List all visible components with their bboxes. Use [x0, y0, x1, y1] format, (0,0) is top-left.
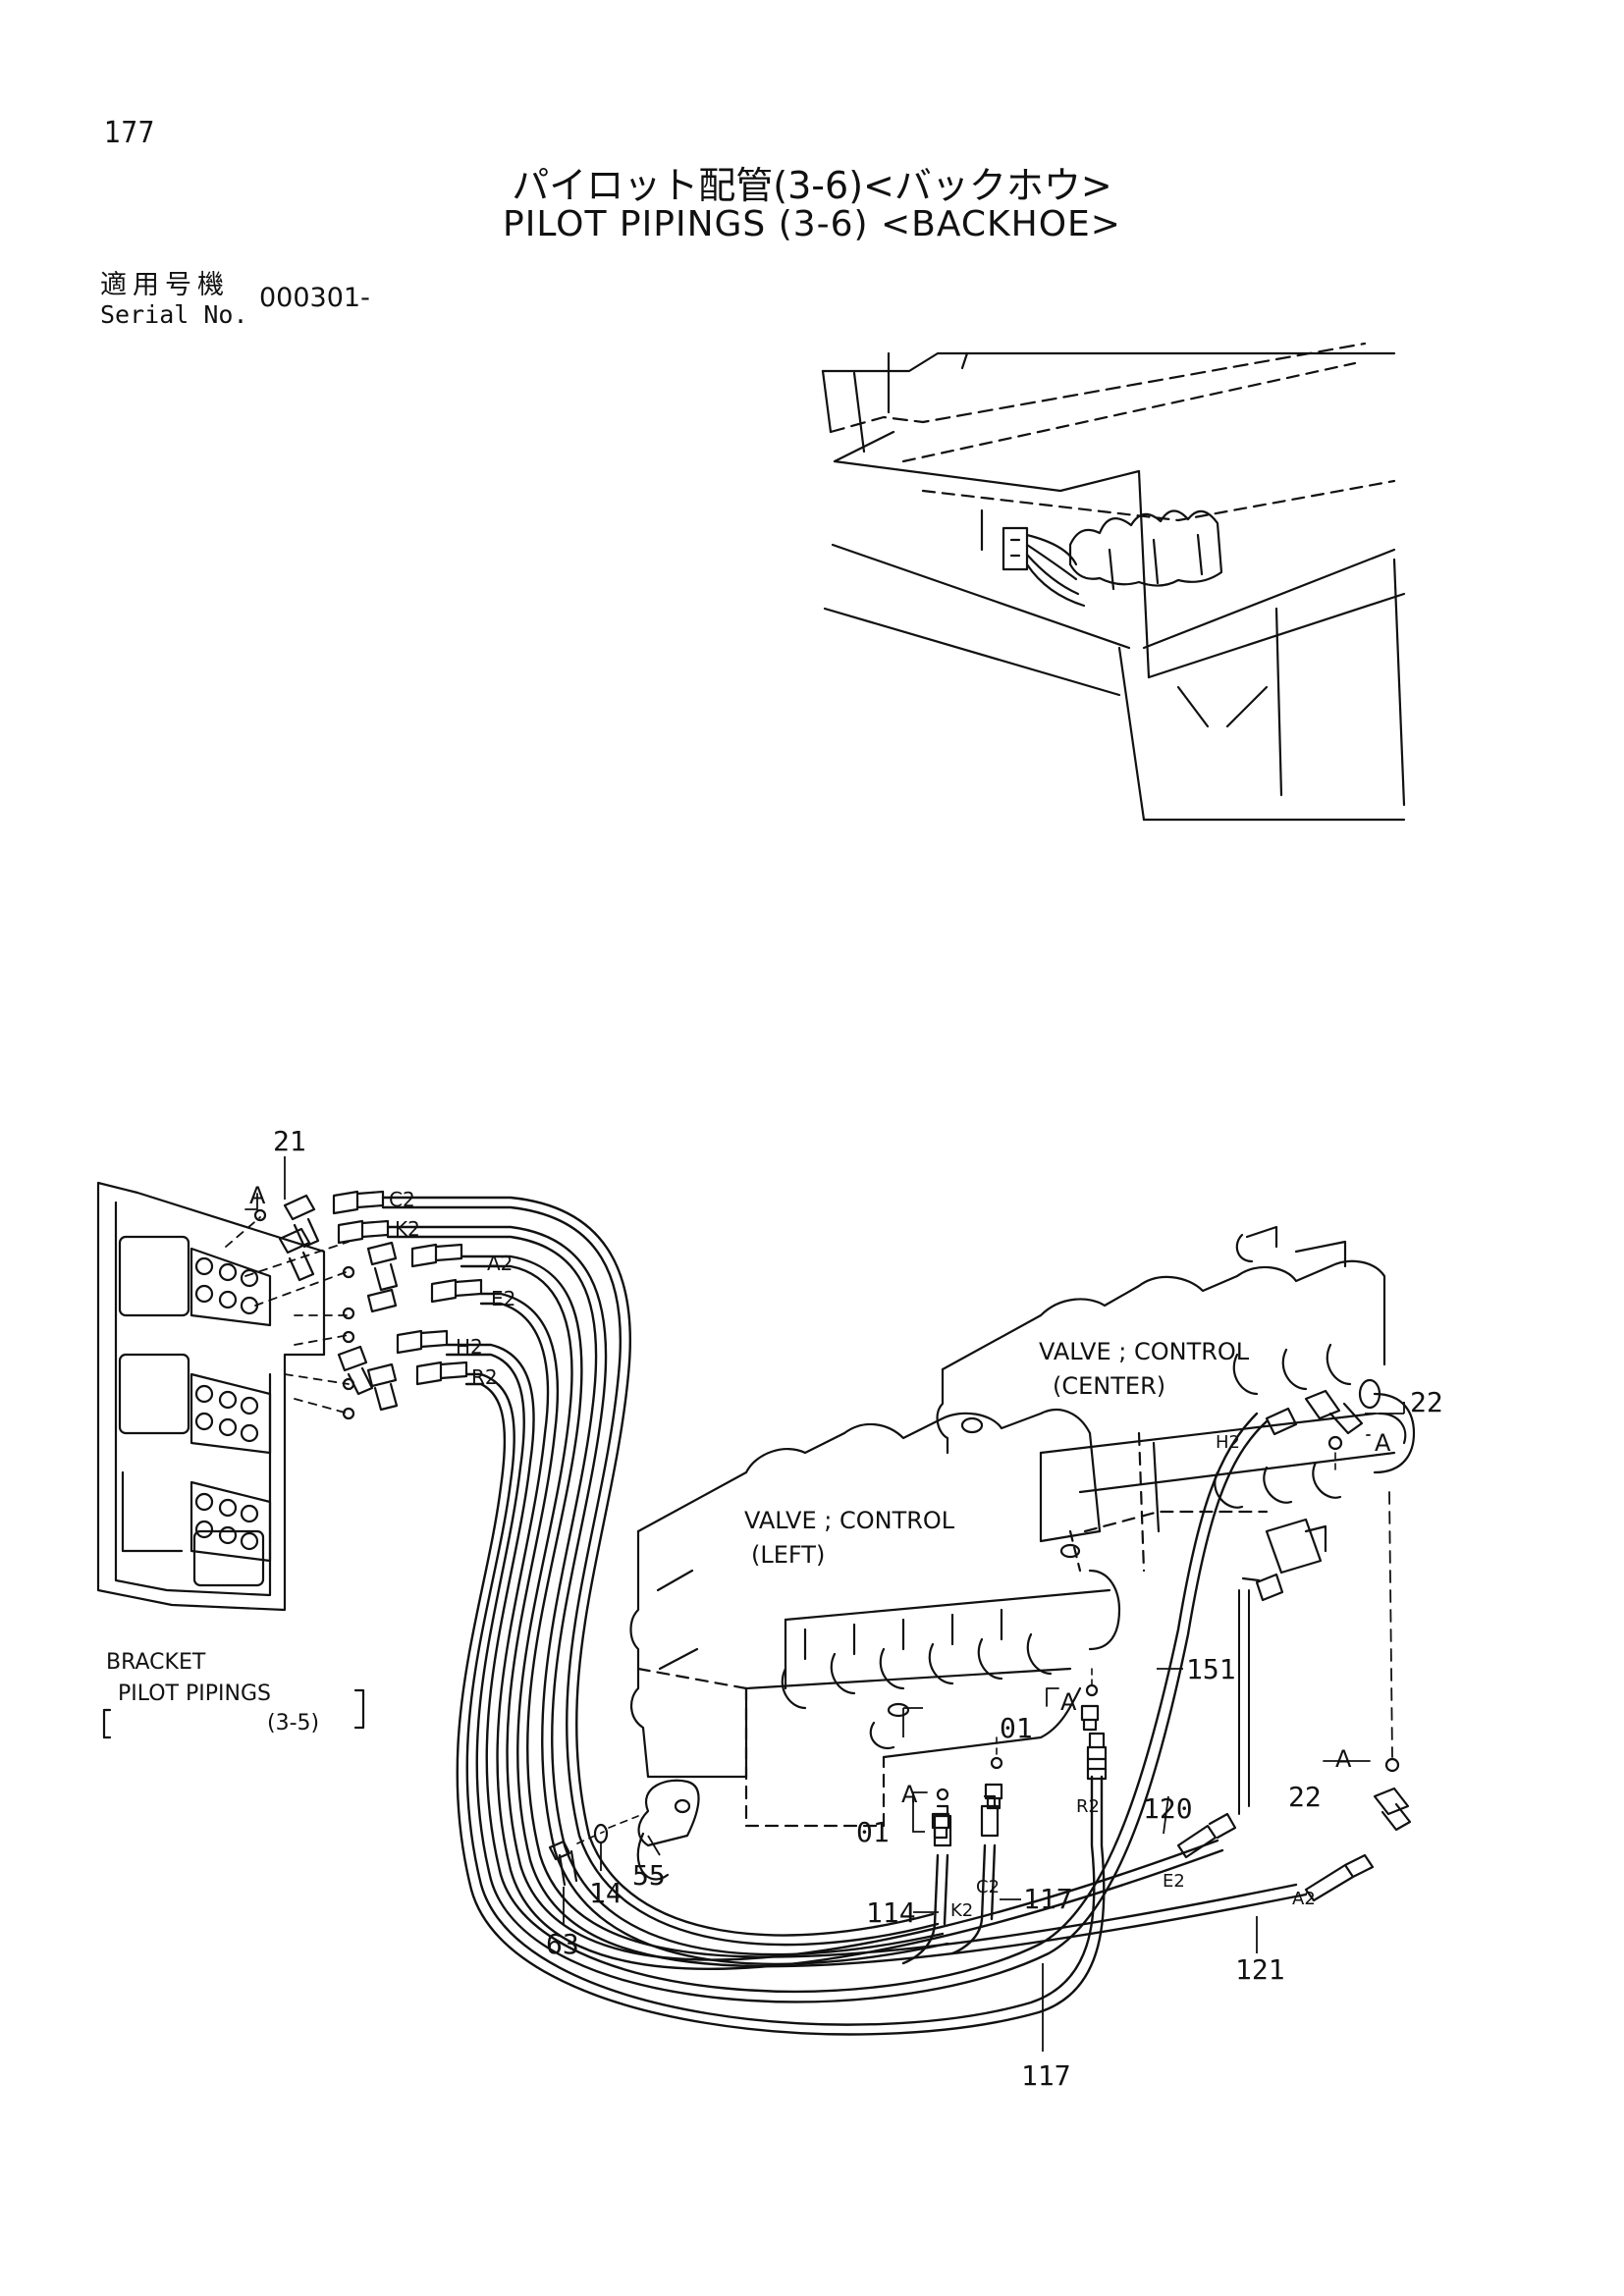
callout-117-lower: 117	[1021, 2059, 1071, 2092]
hose-tag-r2-end: R2	[1076, 1796, 1100, 1817]
diagram-labels: VALVE ; CONTROL (CENTER) VALVE ; CONTROL…	[106, 1125, 1443, 2092]
marker-a-center-valve: A	[1375, 1429, 1391, 1457]
serial-label-japanese: 適用号機	[100, 270, 230, 300]
fittings-right	[931, 1378, 1412, 1902]
hose-clamp	[636, 1779, 700, 1881]
callout-121: 121	[1235, 1953, 1285, 1986]
callout-leaders	[284, 1156, 1405, 2052]
hose-tag-h2: H2	[456, 1335, 483, 1359]
marker-a-upper-01: A	[1060, 1688, 1077, 1716]
serial-label-english: Serial No.	[100, 300, 248, 329]
bracket-note-line1: BRACKET	[106, 1650, 206, 1675]
page-number: 177	[104, 116, 155, 150]
hose-tag-k2-end: K2	[950, 1900, 973, 1921]
valve-center-label-line2: (CENTER)	[1053, 1372, 1165, 1400]
fitting-leaders	[225, 1216, 350, 1415]
marker-a-lower-22: A	[1335, 1745, 1352, 1773]
valve-left-label-line2: (LEFT)	[751, 1541, 825, 1569]
callout-22-lower: 22	[1288, 1781, 1322, 1813]
callout-120: 120	[1143, 1792, 1193, 1825]
control-valve-left	[629, 1409, 1121, 1828]
bracket-note-line2: PILOT PIPINGS	[118, 1682, 271, 1706]
hose-tag-h2-end: H2	[1216, 1432, 1240, 1453]
pilot-bracket-plate	[96, 1181, 326, 1612]
bracket-note-line3: (3-5)	[267, 1711, 319, 1735]
callout-22-upper: 22	[1410, 1386, 1443, 1418]
title-english: PILOT PIPINGS (3-6) <BACKHOE>	[503, 204, 1121, 244]
hose-tag-k2: K2	[395, 1217, 420, 1241]
control-valve-center	[936, 1225, 1416, 1575]
hose-bundle	[381, 1196, 1308, 2036]
marker-a-bracket: A	[249, 1182, 266, 1209]
callout-114: 114	[866, 1896, 916, 1929]
valve-center-label-line1: VALVE ; CONTROL	[1039, 1338, 1250, 1365]
hose-tag-e2: E2	[491, 1287, 515, 1310]
callout-151: 151	[1186, 1653, 1236, 1685]
callout-21: 21	[273, 1125, 306, 1157]
hose-tag-r2: R2	[471, 1365, 498, 1389]
marker-a-lower-01: A	[901, 1781, 918, 1808]
title-japanese: パイロット配管(3-6)<バックホウ>	[512, 164, 1112, 207]
bolt-and-washer	[548, 1815, 639, 1887]
valve-left-label-line1: VALVE ; CONTROL	[744, 1507, 955, 1534]
elbow-fittings	[253, 1194, 399, 1420]
hose-end-fittings-left	[332, 1190, 483, 1386]
hose-tag-a2: A2	[487, 1252, 513, 1275]
callout-55: 55	[632, 1859, 666, 1892]
callout-14: 14	[589, 1877, 623, 1909]
hose-tag-c2-end: C2	[976, 1877, 1000, 1897]
machine-inset-drawing	[821, 342, 1406, 822]
hose-tag-a2-end: A2	[1292, 1889, 1316, 1909]
callout-63: 63	[546, 1928, 579, 1960]
hose-tag-c2: C2	[389, 1188, 415, 1211]
callout-117-upper: 117	[1023, 1883, 1073, 1915]
callout-01-lower: 01	[856, 1816, 890, 1848]
serial-number-value: 000301-	[259, 283, 370, 313]
hose-tag-e2-end: E2	[1163, 1871, 1185, 1892]
callout-01-upper: 01	[1000, 1712, 1033, 1744]
